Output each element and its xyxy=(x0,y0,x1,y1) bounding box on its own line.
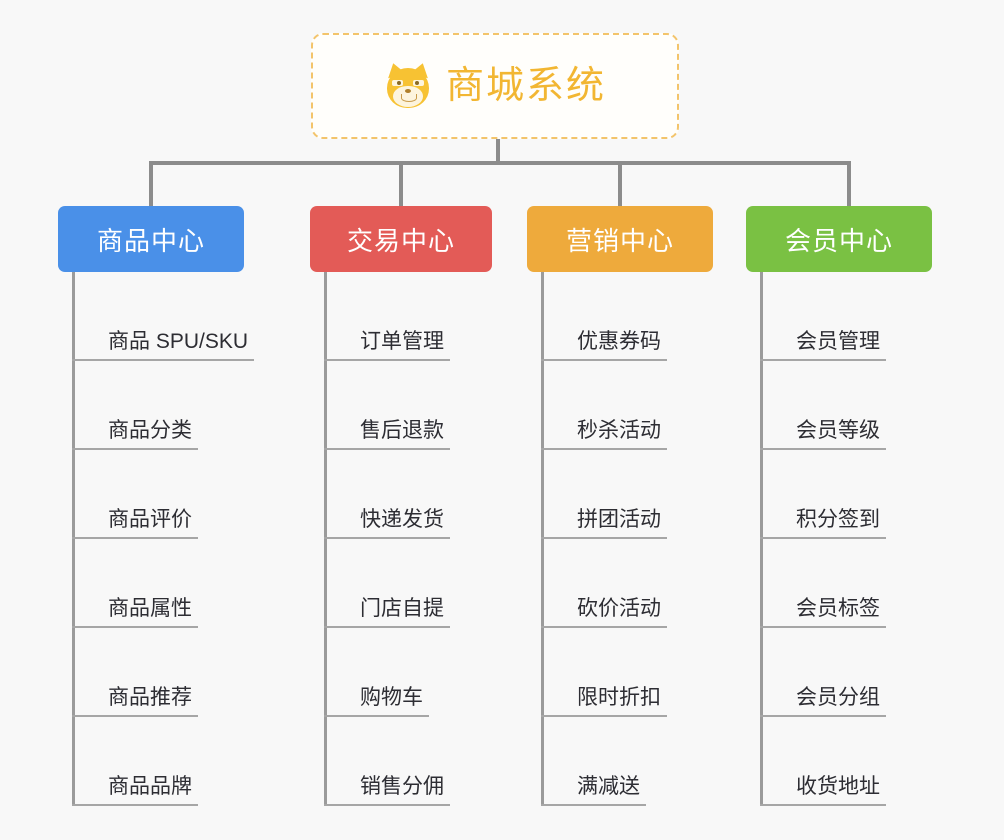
leaf-item-underline xyxy=(72,537,198,539)
leaf-item-label: 会员标签 xyxy=(796,596,880,620)
leaf-item[interactable]: 订单管理 xyxy=(324,272,450,361)
leaf-item[interactable]: 销售分佣 xyxy=(324,717,450,806)
branch-node-2[interactable]: 交易中心 xyxy=(310,206,492,272)
leaf-item-underline xyxy=(541,715,667,717)
leaf-item-underline xyxy=(760,448,886,450)
leaf-item[interactable]: 限时折扣 xyxy=(541,628,667,717)
connector-drop-4 xyxy=(847,161,851,208)
connector-root-stem xyxy=(496,139,500,164)
leaf-item[interactable]: 拼团活动 xyxy=(541,450,667,539)
leaf-item-underline xyxy=(541,359,667,361)
leaf-item-label: 商品品牌 xyxy=(108,774,192,798)
leaf-item-label: 门店自提 xyxy=(360,596,444,620)
leaf-item[interactable]: 购物车 xyxy=(324,628,429,717)
leaf-item[interactable]: 满减送 xyxy=(541,717,646,806)
leaf-item-label: 商品属性 xyxy=(108,596,192,620)
root-node-label: 商城系统 xyxy=(445,65,606,107)
root-node[interactable]: 商城系统 xyxy=(311,33,679,139)
leaf-item-underline xyxy=(324,626,450,628)
leaf-item[interactable]: 商品评价 xyxy=(72,450,198,539)
leaf-item-label: 限时折扣 xyxy=(577,685,661,709)
leaf-item-label: 砍价活动 xyxy=(577,596,661,620)
leaf-item-label: 收货地址 xyxy=(796,774,880,798)
leaf-item-label: 积分签到 xyxy=(796,507,880,531)
leaf-item-underline xyxy=(324,537,450,539)
leaf-spine-4 xyxy=(760,272,763,806)
leaf-item[interactable]: 优惠券码 xyxy=(541,272,667,361)
leaf-item-label: 会员等级 xyxy=(796,418,880,442)
leaf-item-underline xyxy=(324,448,450,450)
connector-drop-3 xyxy=(618,161,622,208)
connector-drop-1 xyxy=(149,161,153,208)
leaf-item[interactable]: 秒杀活动 xyxy=(541,361,667,450)
leaf-item-underline xyxy=(324,804,450,806)
leaf-item-underline xyxy=(760,715,886,717)
leaf-item-underline xyxy=(760,804,886,806)
leaf-item[interactable]: 商品属性 xyxy=(72,539,198,628)
leaf-item-underline xyxy=(324,715,429,717)
leaf-item-label: 优惠券码 xyxy=(577,329,661,353)
leaf-item[interactable]: 门店自提 xyxy=(324,539,450,628)
leaf-item-label: 购物车 xyxy=(360,685,423,709)
branch-node-1[interactable]: 商品中心 xyxy=(58,206,244,272)
leaf-item[interactable]: 收货地址 xyxy=(760,717,886,806)
leaf-item-underline xyxy=(72,715,198,717)
leaf-item-underline xyxy=(324,359,450,361)
leaf-item-label: 商品评价 xyxy=(108,507,192,531)
leaf-item-underline xyxy=(541,448,667,450)
leaf-item-label: 商品推荐 xyxy=(108,685,192,709)
leaf-item[interactable]: 砍价活动 xyxy=(541,539,667,628)
leaf-item-underline xyxy=(72,448,198,450)
leaf-item-underline xyxy=(72,804,198,806)
leaf-item-underline xyxy=(541,537,667,539)
leaf-item[interactable]: 快递发货 xyxy=(324,450,450,539)
leaf-item-underline xyxy=(760,626,886,628)
leaf-item-underline xyxy=(760,537,886,539)
leaf-item-underline xyxy=(541,626,667,628)
leaf-item-label: 售后退款 xyxy=(360,418,444,442)
leaf-item-label: 拼团活动 xyxy=(577,507,661,531)
leaf-item[interactable]: 商品 SPU/SKU xyxy=(72,272,255,361)
leaf-item-label: 商品 SPU/SKU xyxy=(108,329,249,353)
shiba-dog-icon xyxy=(384,60,432,110)
leaf-item[interactable]: 会员管理 xyxy=(760,272,886,361)
leaf-item-label: 会员分组 xyxy=(796,685,880,709)
leaf-item[interactable]: 售后退款 xyxy=(324,361,450,450)
leaf-item-underline xyxy=(541,804,646,806)
connector-horizontal-bus xyxy=(149,161,851,165)
leaf-spine-3 xyxy=(541,272,544,806)
leaf-item-label: 会员管理 xyxy=(796,329,880,353)
branch-node-3[interactable]: 营销中心 xyxy=(527,206,713,272)
leaf-item-underline xyxy=(72,359,255,361)
leaf-item-label: 快递发货 xyxy=(360,507,444,531)
leaf-item-label: 订单管理 xyxy=(360,329,444,353)
leaf-item[interactable]: 商品品牌 xyxy=(72,717,198,806)
leaf-item-label: 商品分类 xyxy=(108,418,192,442)
leaf-item-underline xyxy=(760,359,886,361)
leaf-item[interactable]: 会员等级 xyxy=(760,361,886,450)
leaf-item-label: 销售分佣 xyxy=(360,774,444,798)
connector-drop-2 xyxy=(399,161,403,208)
leaf-item[interactable]: 会员标签 xyxy=(760,539,886,628)
branch-node-4[interactable]: 会员中心 xyxy=(746,206,932,272)
leaf-item-label: 满减送 xyxy=(577,774,640,798)
leaf-item-label: 秒杀活动 xyxy=(577,418,661,442)
leaf-item[interactable]: 商品分类 xyxy=(72,361,198,450)
leaf-item[interactable]: 商品推荐 xyxy=(72,628,198,717)
leaf-spine-1 xyxy=(72,272,75,806)
leaf-item[interactable]: 积分签到 xyxy=(760,450,886,539)
leaf-item-underline xyxy=(72,626,198,628)
leaf-spine-2 xyxy=(324,272,327,806)
leaf-item[interactable]: 会员分组 xyxy=(760,628,886,717)
